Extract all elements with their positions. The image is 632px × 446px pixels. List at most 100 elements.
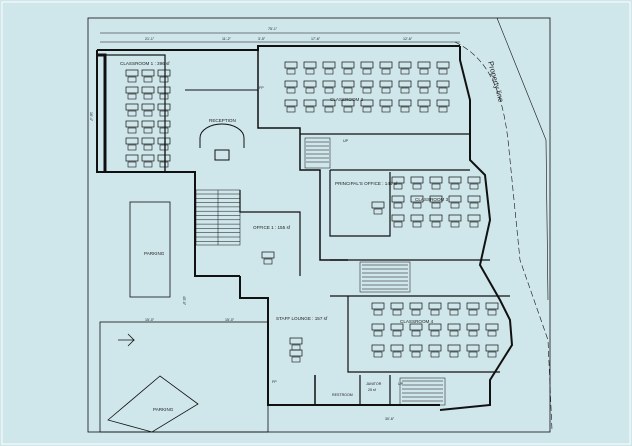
principals-office bbox=[371, 201, 385, 215]
up-label-1: UP bbox=[343, 139, 349, 143]
classroom-1-label: CLASSROOM 1 : 396 sf bbox=[120, 61, 170, 66]
classroom-1-desk bbox=[157, 137, 171, 151]
classroom-2-desk bbox=[303, 99, 317, 113]
classroom-2-desk bbox=[379, 61, 393, 75]
dim-top-4: 17'-6" bbox=[311, 37, 321, 41]
classroom-3-desk bbox=[429, 176, 443, 190]
classroom-3-desk bbox=[448, 214, 462, 228]
classroom-4-desk bbox=[428, 323, 442, 337]
street-edge bbox=[496, 17, 549, 301]
classroom-4-desk bbox=[447, 344, 461, 358]
dim-mid-1: 15'-0" bbox=[145, 318, 155, 322]
restroom-label: RESTROOM bbox=[332, 393, 353, 397]
classroom-1-desk bbox=[141, 137, 155, 151]
parking-areas bbox=[99, 201, 269, 433]
classroom-4-desk bbox=[409, 323, 423, 337]
classroom-4-desk bbox=[409, 344, 423, 358]
classroom-4-desk bbox=[466, 344, 480, 358]
classroom-2-desk bbox=[360, 99, 374, 113]
dim-overall-top: 75'-1" bbox=[268, 27, 278, 31]
classroom-3-desk bbox=[410, 195, 424, 209]
classroom-1-desk bbox=[125, 69, 139, 83]
classroom-3-desk bbox=[448, 195, 462, 209]
classroom-2-desk bbox=[322, 61, 336, 75]
staff-lounge-table bbox=[289, 337, 303, 351]
classroom-4-desk bbox=[371, 323, 385, 337]
classroom-2-desk bbox=[322, 80, 336, 94]
reception-label: RECEPTION bbox=[209, 118, 236, 123]
classroom-4-desk bbox=[447, 302, 461, 316]
building-walls bbox=[96, 45, 514, 411]
classroom-4-desk bbox=[447, 323, 461, 337]
dim-bottom-1: 30'-6" bbox=[385, 417, 395, 421]
classroom-2-desk bbox=[379, 99, 393, 113]
classroom-3-desk bbox=[467, 195, 481, 209]
office-1 bbox=[261, 251, 275, 265]
classroom-1-desk bbox=[141, 103, 155, 117]
office-1-label: OFFICE 1 : 155 sf bbox=[253, 225, 291, 230]
classroom-1-desk bbox=[141, 154, 155, 168]
classroom-1-desk bbox=[157, 120, 171, 134]
classroom-3-desk bbox=[391, 214, 405, 228]
classroom-2-desk bbox=[417, 80, 431, 94]
classroom-4-desk bbox=[428, 344, 442, 358]
classroom-2-desk bbox=[436, 80, 450, 94]
up-label-2: UP bbox=[398, 382, 404, 386]
classroom-1-desk bbox=[125, 154, 139, 168]
stairs bbox=[195, 137, 446, 406]
classroom-2-desk bbox=[360, 80, 374, 94]
classroom-3-label: CLASSROOM 3 bbox=[415, 197, 449, 202]
classroom-2-desk bbox=[284, 61, 298, 75]
classroom-2-desk bbox=[436, 99, 450, 113]
dim-top-2: 11'-2" bbox=[222, 37, 232, 41]
classroom-2-desk bbox=[284, 80, 298, 94]
classroom-2-label: CLASSROOM 2 bbox=[330, 97, 364, 102]
classroom-4-desk bbox=[485, 323, 499, 337]
classroom-1-desk bbox=[125, 137, 139, 151]
classroom-2-desk bbox=[341, 61, 355, 75]
classroom-3-desk bbox=[448, 176, 462, 190]
classroom-1-desk bbox=[125, 86, 139, 100]
classroom-4-desk bbox=[466, 323, 480, 337]
classroom-2-desk bbox=[436, 61, 450, 75]
site-boundary bbox=[87, 17, 551, 433]
janitor-area-label: 25 sf bbox=[368, 388, 376, 392]
classroom-2-desk bbox=[322, 99, 336, 113]
classroom-3-desk bbox=[391, 176, 405, 190]
classroom-2-desk bbox=[303, 61, 317, 75]
classroom-4-label: CLASSROOM 4 bbox=[400, 319, 434, 324]
classroom-2-desk bbox=[360, 61, 374, 75]
classroom-1-desk bbox=[125, 120, 139, 134]
classroom-2-desk bbox=[341, 80, 355, 94]
classroom-1-desk bbox=[141, 69, 155, 83]
reception-desk bbox=[199, 123, 245, 161]
classroom-2-desk bbox=[398, 61, 412, 75]
parking-2-label: PARKING bbox=[153, 407, 174, 412]
classroom-1-desk bbox=[157, 154, 171, 168]
classroom-2-desk bbox=[341, 99, 355, 113]
classroom-1-desk bbox=[141, 120, 155, 134]
classroom-2-desk bbox=[303, 80, 317, 94]
classroom-3-desk bbox=[410, 214, 424, 228]
staff-lounge-label: STAFF LOUNGE : 157 sf bbox=[276, 316, 328, 321]
fp-label-1: FP bbox=[259, 86, 264, 90]
classroom-3-desk bbox=[429, 214, 443, 228]
dim-top-3: 3'-5" bbox=[258, 37, 266, 41]
classroom-3-desk bbox=[410, 176, 424, 190]
classroom-4-desk bbox=[409, 302, 423, 316]
classroom-2-desk bbox=[284, 99, 298, 113]
classroom-2-desk bbox=[398, 99, 412, 113]
property-line-label: Property line bbox=[486, 60, 506, 103]
classroom-1-desk bbox=[141, 86, 155, 100]
classroom-3-desk bbox=[429, 195, 443, 209]
classroom-4-desk bbox=[390, 344, 404, 358]
classroom-3-desk bbox=[391, 195, 405, 209]
dim-mid-2: 15'-0" bbox=[225, 318, 235, 322]
classroom-4-desk bbox=[485, 344, 499, 358]
classroom-2-desk bbox=[398, 80, 412, 94]
classroom-3-desk bbox=[467, 214, 481, 228]
staff-lounge-table bbox=[289, 349, 303, 363]
principals-office-label: PRINCIPAL'S OFFICE : 145 sf bbox=[335, 181, 398, 186]
